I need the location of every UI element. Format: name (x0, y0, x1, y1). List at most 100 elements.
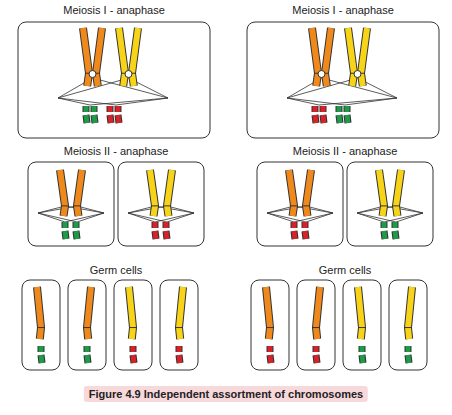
chromatid-outline (73, 222, 80, 228)
chromatid-outline (395, 231, 396, 239)
chromatid-outline (312, 28, 318, 86)
cell-outline (251, 280, 289, 370)
centromere (318, 71, 325, 78)
centromere-constriction (163, 205, 171, 206)
chromatid (77, 170, 82, 216)
chromatid-outline (302, 222, 309, 228)
chromatid-outline (76, 231, 77, 239)
chromatid-outline (179, 355, 180, 363)
cell-outline (68, 280, 106, 370)
chromatid-outline (379, 170, 384, 216)
figure-caption: Figure 4.9 Independent assortment of chr… (84, 386, 368, 402)
chromatid (94, 115, 95, 123)
chromatid (268, 346, 273, 352)
chromatid (150, 170, 155, 216)
chromatid (305, 231, 306, 239)
chromatid-outline (37, 287, 41, 339)
spindle-fibre (267, 213, 306, 222)
chromatid-outline (381, 222, 388, 228)
centromere-constriction (380, 205, 388, 206)
chromatid-outline (83, 28, 89, 86)
chromatid-outline (62, 222, 69, 228)
centromere-constriction (290, 205, 298, 206)
chromatid (294, 231, 295, 239)
cell-outline (118, 162, 204, 246)
chromatid-outline (94, 115, 95, 123)
chromatid (60, 170, 65, 216)
stage-heading: Germ cells (319, 264, 372, 277)
chromatid-outline (77, 170, 82, 216)
chromatid (179, 287, 183, 339)
chromatid-outline (316, 287, 320, 339)
chromatid (384, 231, 385, 239)
centromere-constriction (129, 327, 137, 328)
cell-outline (247, 22, 439, 138)
chromatid-outline (96, 28, 102, 86)
chromatid-outline (130, 346, 137, 352)
centromere-constriction (266, 327, 274, 328)
chromatid (155, 231, 156, 239)
chromatid-outline (155, 231, 156, 239)
assortment-panel (18, 22, 210, 370)
chromatid-outline (348, 28, 354, 86)
chromatid (87, 287, 91, 339)
chromatid-outline (87, 287, 91, 339)
chromatid-outline (336, 106, 343, 112)
chromatid (86, 115, 87, 123)
chromatid-outline (86, 115, 87, 123)
chromatid-outline (133, 355, 134, 363)
chromatid (153, 222, 158, 228)
chromatid (347, 115, 348, 123)
chromatid (323, 115, 324, 123)
chromatid-outline (267, 346, 274, 352)
chromatid (266, 287, 270, 339)
chromatid (164, 222, 169, 228)
spindle-fibre (128, 206, 167, 213)
chromatid-outline (316, 355, 317, 363)
chromatid-outline (361, 28, 367, 86)
centromere-constriction (392, 205, 400, 206)
stage-heading: Meiosis II - anaphase (64, 145, 169, 158)
chromatid (129, 287, 133, 339)
cell-outline (160, 280, 198, 370)
chromatid-outline (312, 106, 319, 112)
chromatid-outline (65, 231, 66, 239)
chromatid (312, 28, 318, 86)
chromatid (316, 287, 320, 339)
chromatid-outline (83, 106, 90, 112)
chromatid (65, 231, 66, 239)
cell-outline (389, 280, 427, 370)
chromatid-outline (305, 231, 306, 239)
assortment-panel (247, 22, 439, 370)
centromere-constriction (37, 327, 45, 328)
chromatid-outline (60, 170, 65, 216)
chromatid-outline (150, 170, 155, 216)
chromatid-outline (320, 106, 327, 112)
chromatid (41, 355, 42, 363)
chromatid (358, 287, 362, 339)
chromatid-outline (392, 222, 399, 228)
spindle-fibre (357, 213, 396, 222)
chromatid (292, 222, 297, 228)
chromatid-outline (41, 355, 42, 363)
chromatid-outline (132, 28, 138, 86)
chromatid (303, 222, 308, 228)
chromatid-outline (167, 170, 172, 216)
cell-outline (22, 280, 60, 370)
cell-outline (18, 22, 210, 138)
centromere (89, 71, 96, 78)
chromatid-outline (84, 346, 91, 352)
chromatid (345, 106, 350, 112)
chromatid-outline (38, 346, 45, 352)
chromatid-outline (166, 231, 167, 239)
centromere-constriction (61, 205, 69, 206)
spindle-fibre (357, 206, 396, 213)
chromatid (131, 346, 136, 352)
chromatid (39, 346, 44, 352)
spindle-fibre (38, 206, 77, 213)
chromatid (314, 346, 319, 352)
chromatid-outline (91, 106, 98, 112)
centromere (354, 71, 361, 78)
chromatid-outline (179, 287, 183, 339)
chromatid-outline (347, 115, 348, 123)
